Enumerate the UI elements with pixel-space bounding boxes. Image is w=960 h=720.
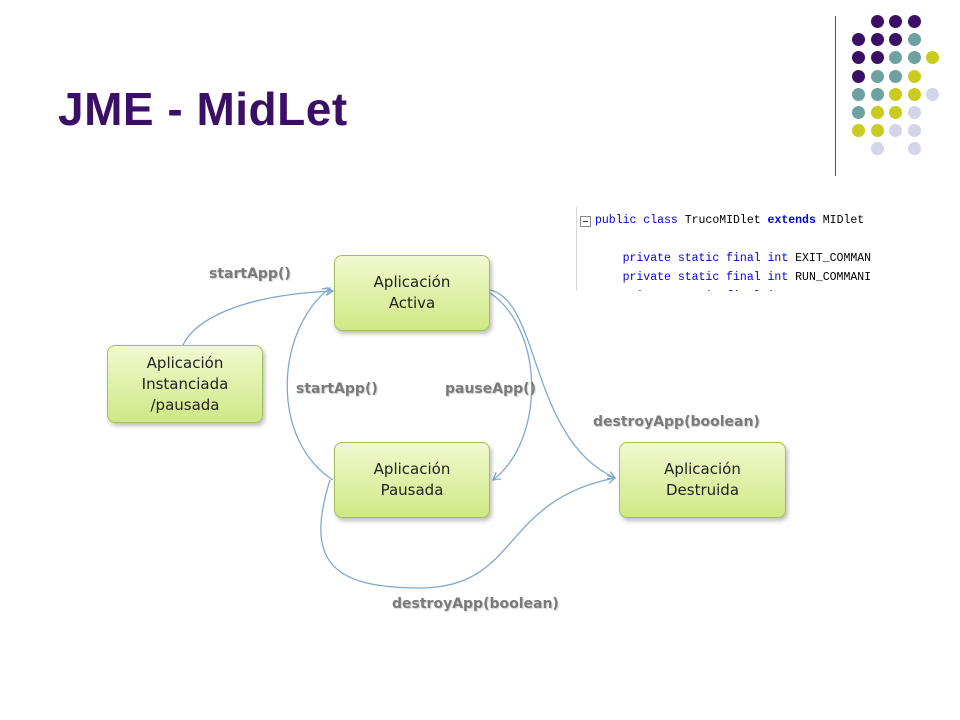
code-line: private static final int EXIT_COMMAN (595, 252, 872, 265)
decorative-dot (889, 87, 902, 101)
arrow-activa-to-destruida (489, 289, 617, 480)
state-activa: Aplicación Activa (334, 255, 490, 331)
code-snippet: public class TrucoMIDlet extends MIDlet … (576, 207, 922, 291)
edge-label-destroyapp-bottom: destroyApp(boolean) (392, 596, 559, 612)
decorative-dot (907, 33, 921, 47)
decorative-dot (889, 106, 902, 119)
state-pausada: Aplicación Pausada (334, 442, 490, 518)
decorative-dot (889, 15, 902, 28)
state-destruida: Aplicación Destruida (619, 442, 786, 518)
edge-label-pauseapp: pauseApp() (445, 381, 536, 397)
arrow-activa-to-pausada (489, 292, 533, 481)
code-line: private static final int BACK_COMMAN (595, 290, 871, 291)
decorative-dot (870, 142, 884, 156)
decorative-dot (852, 87, 865, 101)
arrow-instanciada-to-activa (182, 286, 335, 346)
slide-title: JME - MidLet (58, 83, 348, 135)
decorative-dot (889, 51, 902, 65)
decorative-dot (870, 69, 884, 83)
decorative-dot (907, 69, 921, 83)
code-line: private static final int RUN_COMMANI (595, 271, 872, 284)
code-line: public class TrucoMIDlet extends MIDlet (595, 214, 865, 227)
decorative-dot (870, 33, 884, 47)
decorative-dot (852, 51, 865, 65)
decorative-dot (926, 87, 939, 101)
decorative-dot (907, 15, 921, 28)
edge-label-destroyapp-top: destroyApp(boolean) (593, 414, 760, 430)
edge-label-startapp-mid: startApp() (296, 381, 378, 397)
state-instanciada: Aplicación Instanciada /pausada (107, 345, 263, 423)
decorative-dot (926, 51, 939, 65)
decorative-dot (870, 124, 884, 138)
arrow-pausada-to-destruida (320, 474, 617, 589)
fold-collapse-icon (580, 216, 591, 227)
decorative-dot (852, 106, 865, 119)
decorative-dot (870, 15, 884, 28)
state-instanciada-label: Aplicación Instanciada /pausada (141, 353, 229, 414)
decorative-dot (870, 106, 884, 119)
state-activa-label: Aplicación Activa (373, 273, 451, 312)
decorative-dot (852, 124, 865, 138)
decorative-dot (889, 69, 902, 83)
decorative-dot (907, 87, 921, 101)
decorative-dot (889, 33, 902, 47)
decorative-dot (907, 51, 921, 65)
state-pausada-label: Aplicación Pausada (373, 460, 451, 499)
decorative-dot (889, 124, 902, 138)
decorative-dot (907, 106, 921, 119)
decorative-dot (852, 33, 865, 47)
decorative-divider (835, 16, 836, 176)
state-destruida-label: Aplicación Destruida (664, 460, 741, 499)
arrow-pausada-to-activa (286, 287, 334, 481)
decorative-dot (870, 87, 884, 101)
decorative-dot (852, 69, 865, 83)
edge-label-startapp-top: startApp() (209, 266, 291, 282)
decorative-dot (907, 142, 921, 156)
decorative-dot (907, 124, 921, 138)
decorative-dot (870, 51, 884, 65)
